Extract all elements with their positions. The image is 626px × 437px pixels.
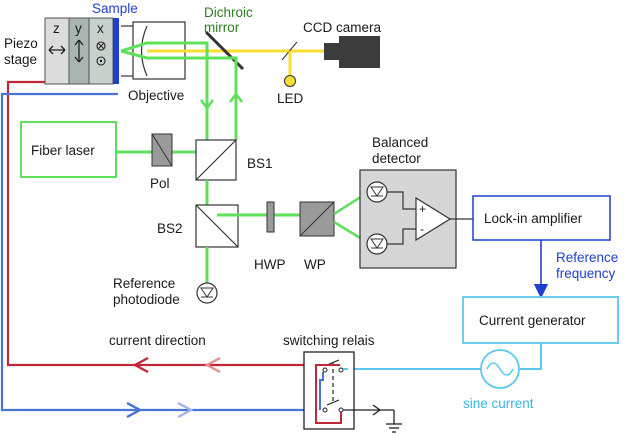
led-label: LED (277, 91, 304, 106)
relais-blue-internal (319, 372, 324, 410)
beam-arrow-down-icon (200, 99, 214, 111)
dichroic-mirror-label-1: Dichroic (204, 5, 253, 20)
current-direction-arrow-red-light (204, 356, 221, 374)
sample-label: Sample (92, 1, 138, 16)
x-out-of-page-icon (96, 56, 106, 66)
lockin-amplifier-label: Lock-in amplifier (484, 211, 583, 226)
sample-plate (113, 18, 119, 84)
piezo-stage-label-2: stage (4, 52, 37, 67)
reference-photodiode-icon (196, 282, 218, 304)
sine-current-label: sine current (463, 396, 534, 411)
fiber-laser-label: Fiber laser (31, 143, 95, 158)
detector-photodiode-bottom-icon (366, 233, 388, 255)
ground-arrow-icon (372, 404, 382, 416)
x-into-page-icon (96, 41, 106, 51)
reference-photodiode-label-1: Reference (113, 276, 175, 291)
wp-label: WP (304, 257, 326, 272)
current-direction-arrow-blue-dark (126, 401, 143, 419)
dichroic-mirror-label-2: mirror (204, 20, 240, 35)
beam-arrow-up-icon (229, 91, 243, 103)
ccd-camera-label: CCD camera (303, 20, 382, 35)
led-icon (284, 75, 296, 87)
z-double-arrow-icon (48, 45, 66, 55)
bs1-cube (195, 139, 237, 181)
piezo-stage-label-1: Piezo (4, 36, 38, 51)
balanced-detector-label-1: Balanced (372, 135, 428, 150)
wollaston-prism (299, 201, 335, 237)
half-wave-plate (266, 201, 275, 233)
piezo-stage (44, 17, 119, 85)
current-generator-box (462, 296, 619, 344)
detector-wiring (387, 191, 416, 245)
amp-minus-label: - (420, 222, 424, 236)
hwp-label: HWP (254, 257, 286, 272)
blue-wire (0, 92, 320, 412)
amp-plus-label: + (419, 202, 426, 216)
relais-red-internal (315, 364, 342, 424)
bs1-label: BS1 (247, 156, 273, 171)
dichroic-to-objective-beam (190, 41, 238, 63)
detector-photodiode-top-icon (366, 181, 388, 203)
ground-icon (386, 410, 402, 433)
focused-beam (120, 41, 190, 60)
reference-photodiode-label-2: photodiode (113, 292, 180, 307)
axis-x-label: x (97, 21, 104, 36)
reference-frequency-label-2: frequency (556, 266, 616, 281)
fiber-laser-box (20, 121, 117, 178)
current-generator-label: Current generator (479, 313, 586, 328)
switching-relais-box (303, 351, 355, 430)
polarizer-diagonal (151, 133, 173, 167)
lockin-amplifier-box (472, 195, 611, 241)
sine-source-icon (480, 349, 520, 389)
switching-relais-label: switching relais (283, 333, 375, 348)
bs2-cube (195, 204, 239, 248)
current-direction-arrow-red-dark (132, 356, 149, 374)
current-direction-label: current direction (109, 333, 206, 348)
pol-label: Pol (150, 176, 170, 191)
axis-z-label: z (53, 21, 60, 36)
bs2-label: BS2 (157, 221, 183, 236)
y-double-arrow-icon (74, 39, 84, 63)
ccd-camera-icon (324, 36, 380, 68)
reference-frequency-label-1: Reference (556, 250, 618, 265)
axis-y-label: y (75, 21, 82, 36)
differential-amplifier-icon (415, 196, 452, 242)
balanced-detector-label-2: detector (372, 151, 421, 166)
current-direction-arrow-blue-light (177, 401, 194, 419)
objective-label: Objective (128, 88, 184, 103)
